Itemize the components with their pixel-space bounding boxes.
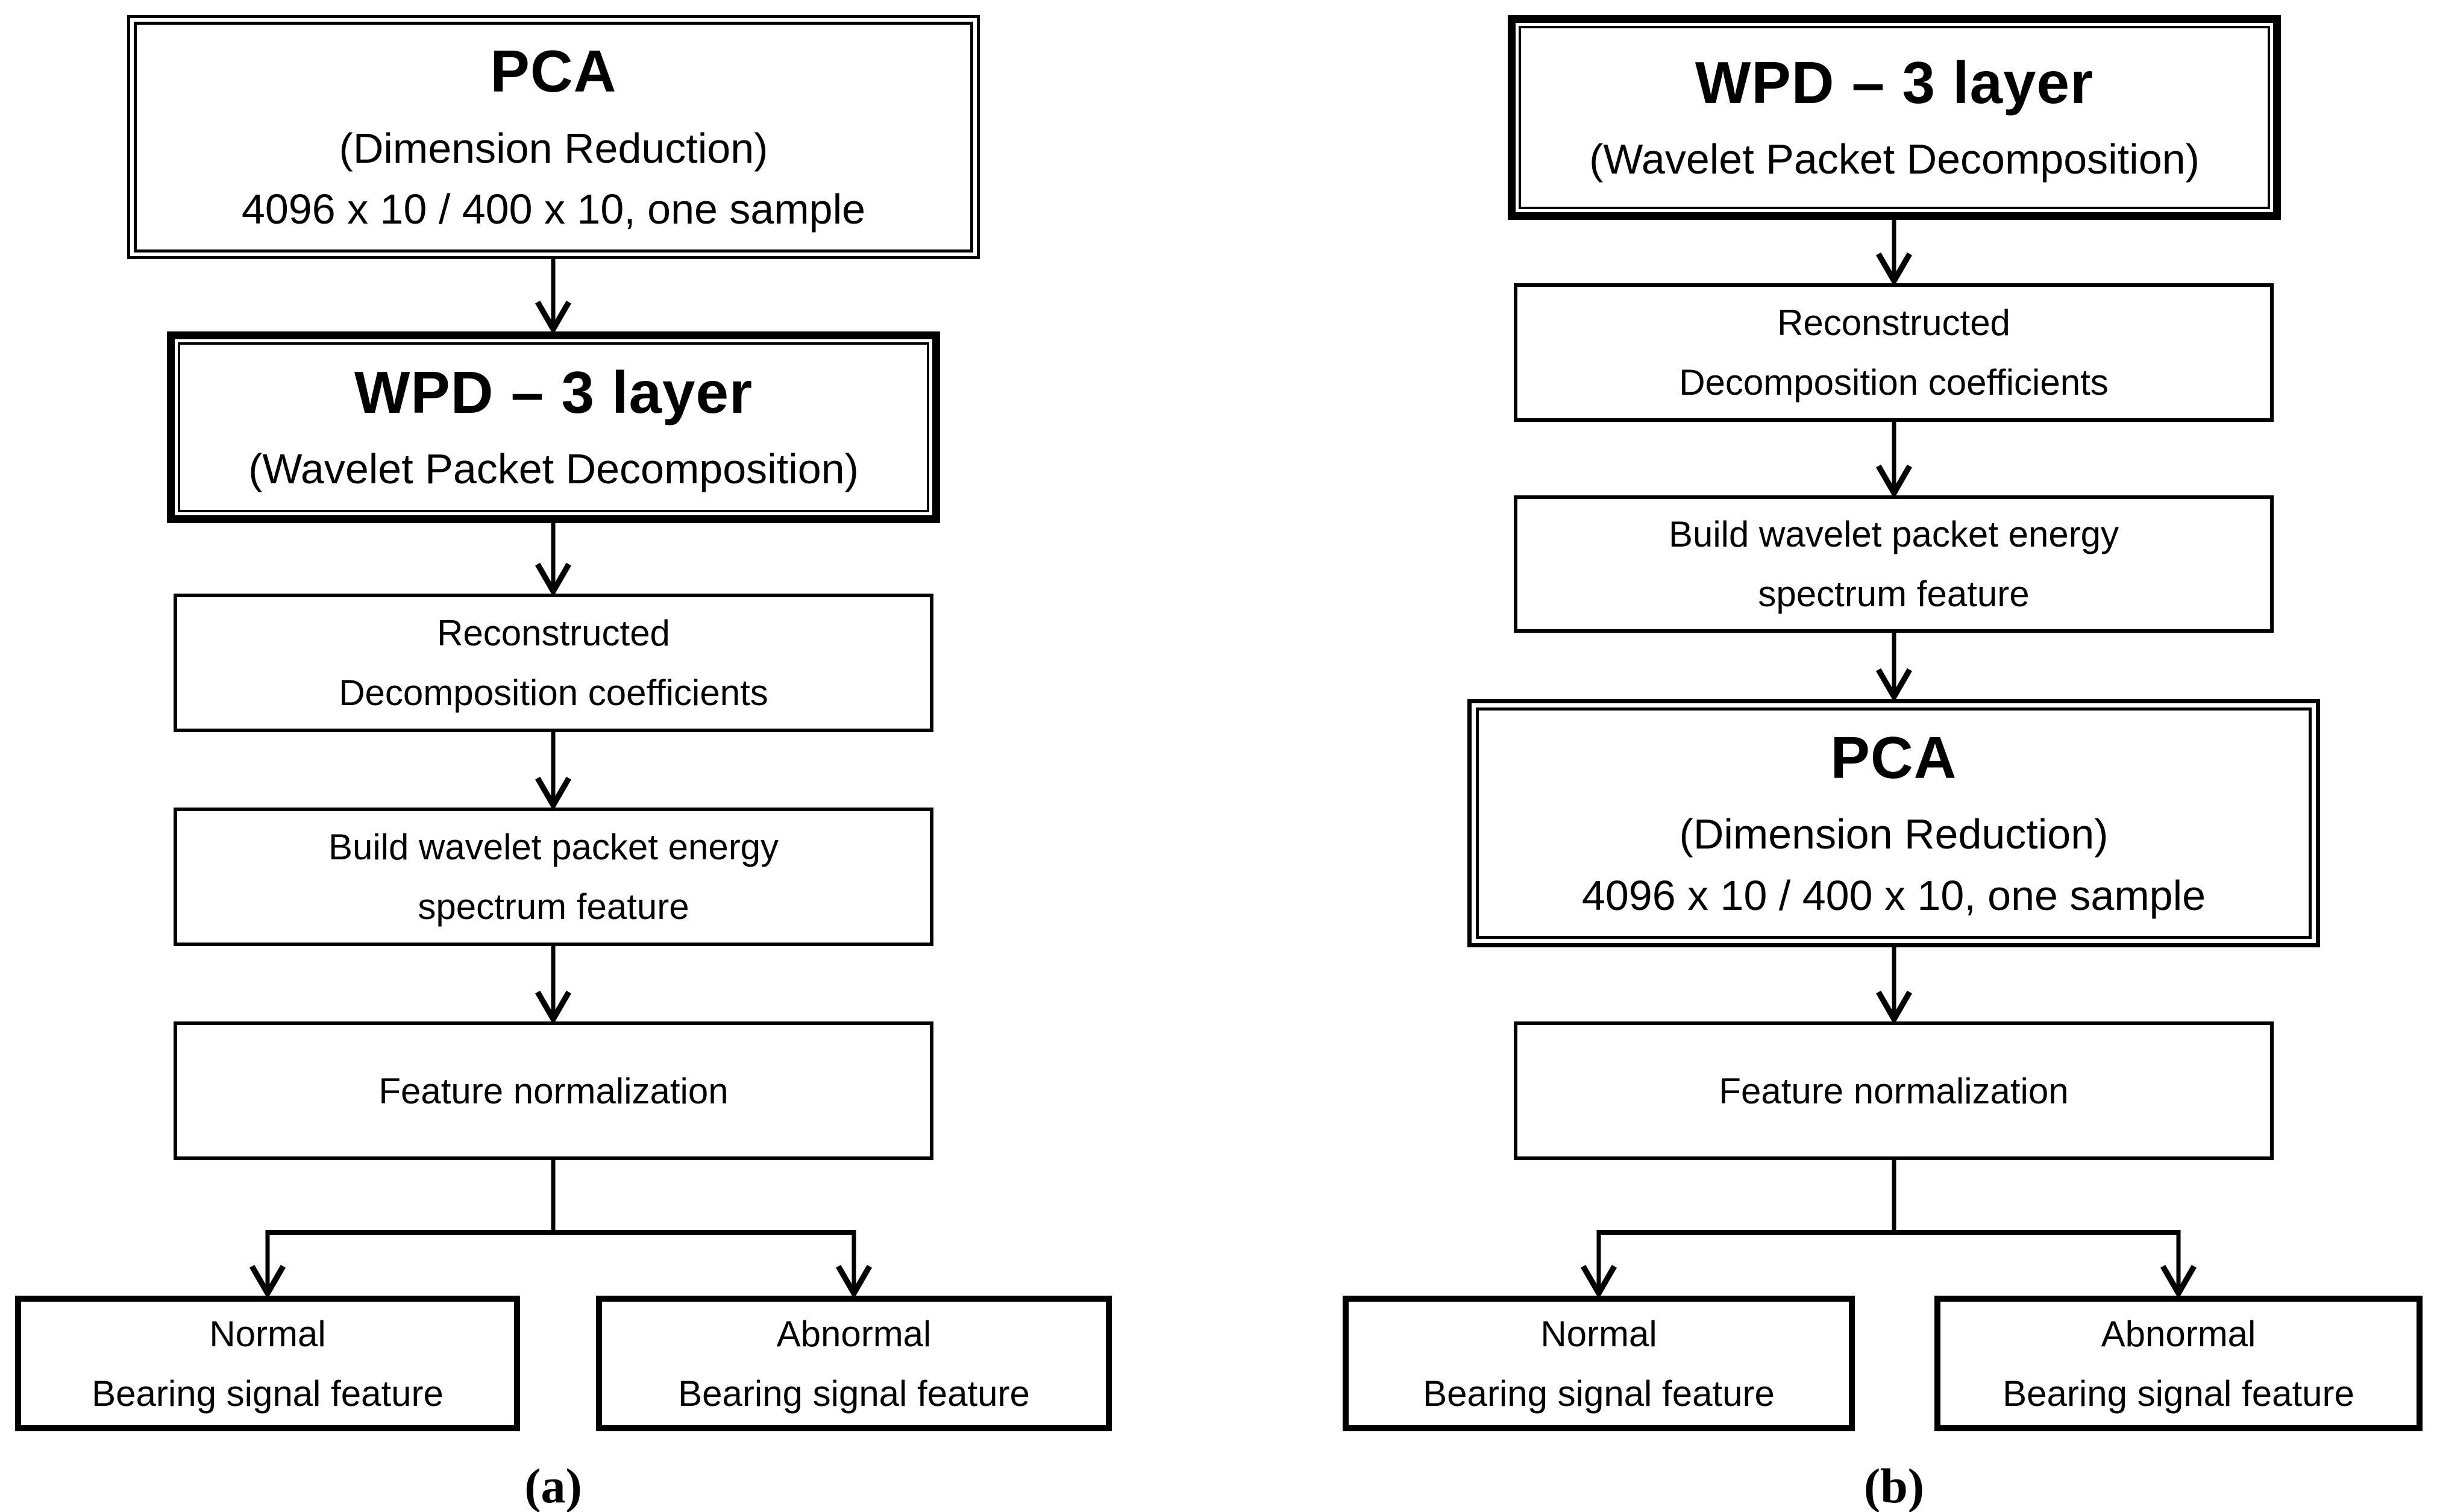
reconstructed-line2-b: Decomposition coefficients [1679, 362, 2109, 403]
wpd-subtitle-a: (Wavelet Packet Decomposition) [248, 445, 859, 492]
pca-dimensions-b: 4096 x 10 / 400 x 10, one sample [1581, 871, 2206, 919]
caption-b: (b) [1863, 1458, 1925, 1512]
pca-subtitle-a: (Dimension Reduction) [339, 124, 768, 172]
pca-subtitle-b: (Dimension Reduction) [1679, 811, 2109, 858]
reconstructed-line1-b: Reconstructed [1777, 303, 2010, 343]
pca-box-a-inner: PCA (Dimension Reduction) 4096 x 10 / 40… [134, 22, 973, 253]
normal-line1-b: Normal [1540, 1313, 1657, 1354]
normal-line1-a: Normal [209, 1313, 326, 1354]
energy-line2-a: spectrum feature [418, 886, 689, 927]
reconstructed-box-b: Reconstructed Decomposition coefficients [1514, 283, 2274, 422]
reconstructed-line1-a: Reconstructed [437, 613, 670, 653]
feature-normalization-label-b: Feature normalization [1719, 1070, 2069, 1111]
feature-normalization-box-a: Feature normalization [174, 1021, 933, 1160]
abnormal-feature-box-b: Abnormal Bearing signal feature [1934, 1296, 2423, 1431]
pca-box-a: PCA (Dimension Reduction) 4096 x 10 / 40… [127, 15, 980, 259]
feature-normalization-label-a: Feature normalization [378, 1070, 729, 1111]
energy-line2-b: spectrum feature [1758, 574, 2030, 614]
wpd-title-b: WPD – 3 layer [1695, 49, 2094, 116]
pca-box-b: PCA (Dimension Reduction) 4096 x 10 / 40… [1467, 699, 2320, 947]
energy-line1-a: Build wavelet packet energy [328, 827, 779, 867]
caption-a: (a) [524, 1458, 582, 1512]
energy-spectrum-box-a: Build wavelet packet energy spectrum fea… [174, 808, 933, 946]
reconstructed-line2-a: Decomposition coefficients [339, 673, 768, 713]
energy-line1-b: Build wavelet packet energy [1668, 514, 2119, 554]
wpd-box-a: WPD – 3 layer (Wavelet Packet Decomposit… [167, 331, 940, 523]
abnormal-line2-a: Bearing signal feature [678, 1373, 1030, 1414]
pca-title-b: PCA [1830, 724, 1957, 791]
pca-title-a: PCA [490, 38, 617, 105]
wpd-box-b-inner: WPD – 3 layer (Wavelet Packet Decomposit… [1519, 26, 2270, 209]
normal-feature-box-b: Normal Bearing signal feature [1343, 1296, 1855, 1431]
normal-line2-a: Bearing signal feature [92, 1373, 444, 1414]
energy-spectrum-box-b: Build wavelet packet energy spectrum fea… [1514, 495, 2274, 633]
wpd-box-a-inner: WPD – 3 layer (Wavelet Packet Decomposit… [178, 342, 929, 512]
feature-normalization-box-b: Feature normalization [1514, 1021, 2274, 1160]
reconstructed-box-a: Reconstructed Decomposition coefficients [174, 594, 933, 732]
wpd-box-b: WPD – 3 layer (Wavelet Packet Decomposit… [1508, 15, 2281, 220]
wpd-subtitle-b: (Wavelet Packet Decomposition) [1589, 135, 2200, 183]
abnormal-feature-box-a: Abnormal Bearing signal feature [596, 1296, 1112, 1431]
pca-dimensions-a: 4096 x 10 / 400 x 10, one sample [241, 186, 866, 233]
abnormal-line1-b: Abnormal [2101, 1313, 2256, 1354]
pca-box-b-inner: PCA (Dimension Reduction) 4096 x 10 / 40… [1476, 707, 2312, 939]
normal-line2-b: Bearing signal feature [1423, 1373, 1775, 1414]
normal-feature-box-a: Normal Bearing signal feature [15, 1296, 520, 1431]
abnormal-line2-b: Bearing signal feature [2003, 1373, 2354, 1414]
abnormal-line1-a: Abnormal [776, 1313, 932, 1354]
wpd-title-a: WPD – 3 layer [354, 359, 753, 425]
